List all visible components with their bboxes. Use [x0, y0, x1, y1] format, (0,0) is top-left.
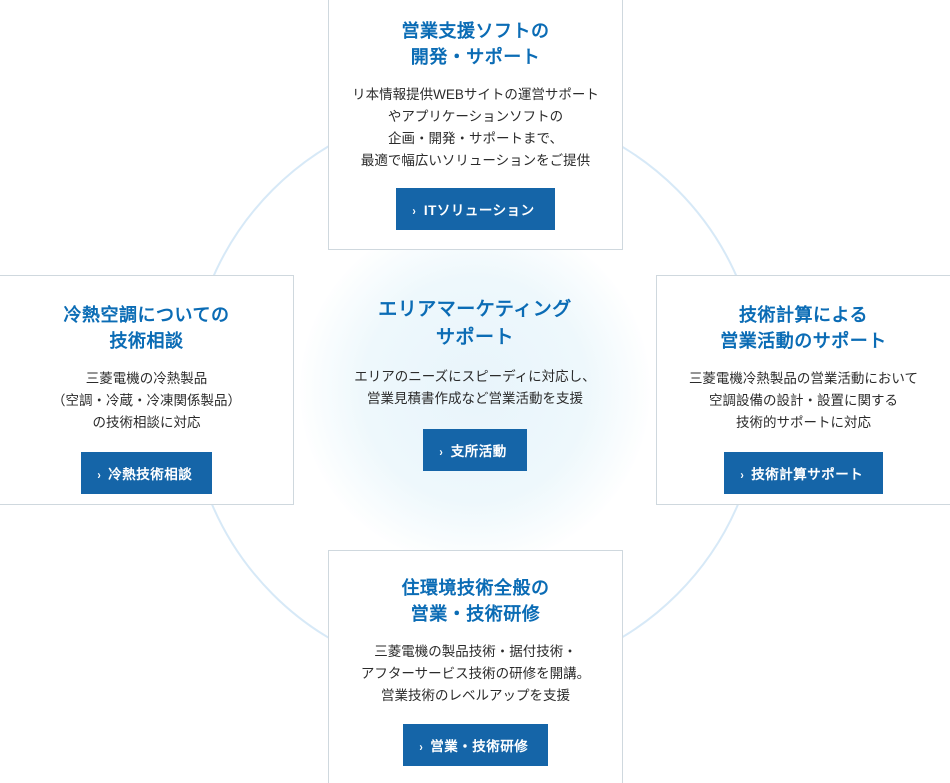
technical-calculation-button[interactable]: › 技術計算サポート [723, 452, 884, 494]
card-it-solution: 営業支援ソフトの 開発・サポート リ本情報提供WEBサイトの運営サポート やアプ… [328, 0, 623, 250]
center-body: エリアのニーズにスピーディに対応し、 営業見積書作成など営業活動を支援 [354, 369, 596, 406]
card-button-wrap: › ITソリューション [329, 188, 622, 230]
card-title: 技術計算による 営業活動のサポート [720, 305, 887, 351]
card-title: 住環境技術全般の 営業・技術研修 [401, 578, 550, 624]
card-title: 営業支援ソフトの 開発・サポート [401, 21, 550, 67]
button-label: 支所活動 [450, 444, 507, 459]
card-button-wrap: › 技術計算サポート [657, 452, 950, 494]
card-body: 三菱電機の製品技術・据付技術・ アフターサービス技術の研修を開講。 営業技術のレ… [360, 644, 591, 703]
center-button-wrap: › 支所活動 [325, 429, 625, 471]
chevron-right-icon: › [740, 468, 744, 482]
button-label: 冷熱技術相談 [108, 467, 193, 482]
card-body: 三菱電機の冷熱製品 （空調・冷蔵・冷凍関係製品） の技術相談に対応 [52, 371, 241, 430]
branch-activity-button[interactable]: › 支所活動 [423, 429, 527, 471]
center-title: エリアマーケティング サポート [378, 299, 572, 348]
chevron-right-icon: › [419, 740, 423, 754]
button-label: 技術計算サポート [751, 467, 864, 482]
card-body: リ本情報提供WEBサイトの運営サポート やアプリケーションソフトの 企画・開発・… [352, 87, 599, 168]
button-label: 営業・技術研修 [430, 739, 529, 754]
it-solution-button[interactable]: › ITソリューション [396, 188, 555, 230]
card-button-wrap: › 営業・技術研修 [329, 724, 622, 766]
chevron-right-icon: › [97, 468, 101, 482]
card-reinetsu-consult: 冷熱空調についての 技術相談 三菱電機の冷熱製品 （空調・冷蔵・冷凍関係製品） … [0, 275, 294, 505]
card-body: 三菱電機冷熱製品の営業活動において 空調設備の設計・設置に関する 技術的サポート… [688, 371, 919, 430]
card-training: 住環境技術全般の 営業・技術研修 三菱電機の製品技術・据付技術・ アフターサービ… [328, 550, 623, 783]
button-label: ITソリューション [423, 203, 535, 218]
card-title: 冷熱空調についての 技術相談 [63, 305, 230, 351]
center-area-marketing: エリアマーケティング サポート エリアのニーズにスピーディに対応し、 営業見積書… [325, 296, 625, 471]
reinetsu-consult-button[interactable]: › 冷熱技術相談 [80, 452, 213, 494]
center-glow [300, 215, 650, 565]
training-button[interactable]: › 営業・技術研修 [402, 724, 549, 766]
card-button-wrap: › 冷熱技術相談 [0, 452, 293, 494]
chevron-right-icon: › [439, 445, 444, 459]
chevron-right-icon: › [412, 204, 417, 218]
card-technical-calculation: 技術計算による 営業活動のサポート 三菱電機冷熱製品の営業活動において 空調設備… [656, 275, 950, 505]
